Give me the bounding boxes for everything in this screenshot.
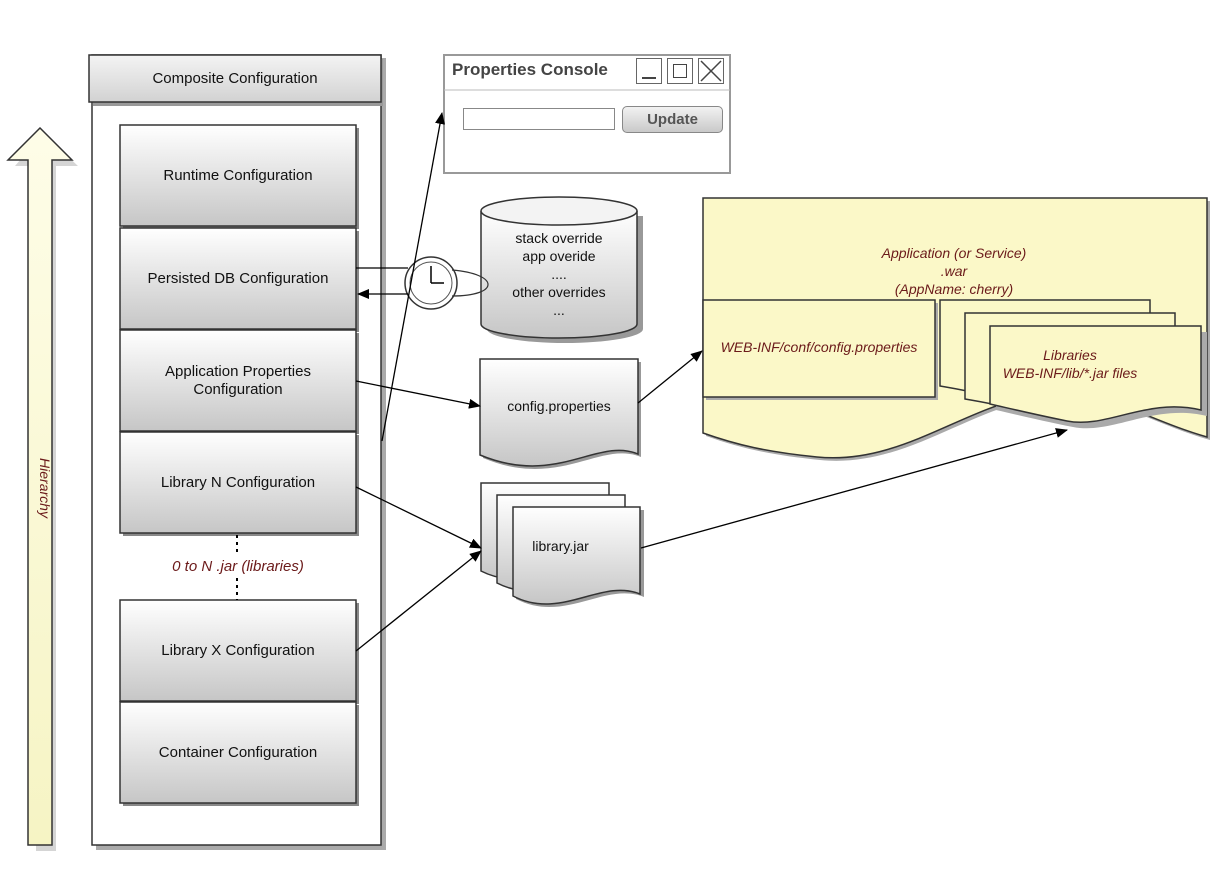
db-line-ellipsis: ... [553,302,565,318]
layer-library-n-label: Library N Configuration [160,473,316,491]
composite-title: Composite Configuration [152,69,318,87]
arrow-to-war [637,350,703,404]
layer-app-properties-line2: Configuration [193,380,283,398]
maximize-button[interactable] [667,58,693,84]
library-jar-stack [480,482,644,608]
war-title-line3: (AppName: cherry) [894,281,1014,297]
connectors [355,112,1068,652]
database-text: stack override app overide .... other ov… [481,228,637,320]
arrow-to-config-properties [355,380,481,409]
config-properties-document [479,358,641,469]
property-input[interactable] [463,108,615,130]
war-title-line1: Application (or Service) [881,245,1027,261]
minimize-button[interactable] [636,58,662,84]
hierarchy-label: Hierarchy [37,458,53,519]
layer-runtime-label: Runtime Configuration [163,166,313,184]
layer-boxes [119,124,359,806]
application-war-document [702,197,1210,461]
db-line-app-override: app overide [522,248,596,264]
hierarchy-arrow [6,126,78,851]
clock-icon [404,256,489,310]
arrow-library-n-to-jar [355,486,482,549]
layer-app-properties-line1: Application Properties [165,362,311,380]
maximize-icon [673,64,687,78]
war-libraries-line2: WEB-INF/lib/*.jar files [1002,365,1138,381]
libraries-note: 0 to N .jar (libraries) [172,558,304,575]
layer-persisted-db-label: Persisted DB Configuration [147,269,329,287]
arrow-library-x-to-jar [355,550,482,652]
war-title: Application (or Service) .war (AppName: … [800,242,1108,300]
war-libraries-line1: Libraries [1043,347,1097,363]
db-line-dots: .... [551,266,567,282]
database-cylinder [480,196,643,343]
war-title-line2: .war [940,263,968,279]
minimize-icon [642,77,656,79]
db-line-stack-override: stack override [515,230,603,246]
close-button[interactable] [698,58,724,84]
db-line-other-overrides: other overrides [512,284,606,300]
war-conf-path: WEB-INF/conf/config.properties [720,339,918,355]
layer-app-properties-label: Application Properties Configuration [120,330,356,431]
update-button[interactable]: Update [622,106,723,133]
arrow-to-console [381,112,445,442]
library-jar-label: library.jar [532,538,589,554]
layer-library-x-label: Library X Configuration [161,641,315,659]
close-icon [700,60,722,82]
console-title: Properties Console [452,60,608,79]
war-libraries: Libraries WEB-INF/lib/*.jar files [990,344,1150,384]
config-properties-label: config.properties [507,398,611,414]
arrow-jar-to-libraries [640,428,1068,549]
layer-container-label: Container Configuration [158,743,318,761]
